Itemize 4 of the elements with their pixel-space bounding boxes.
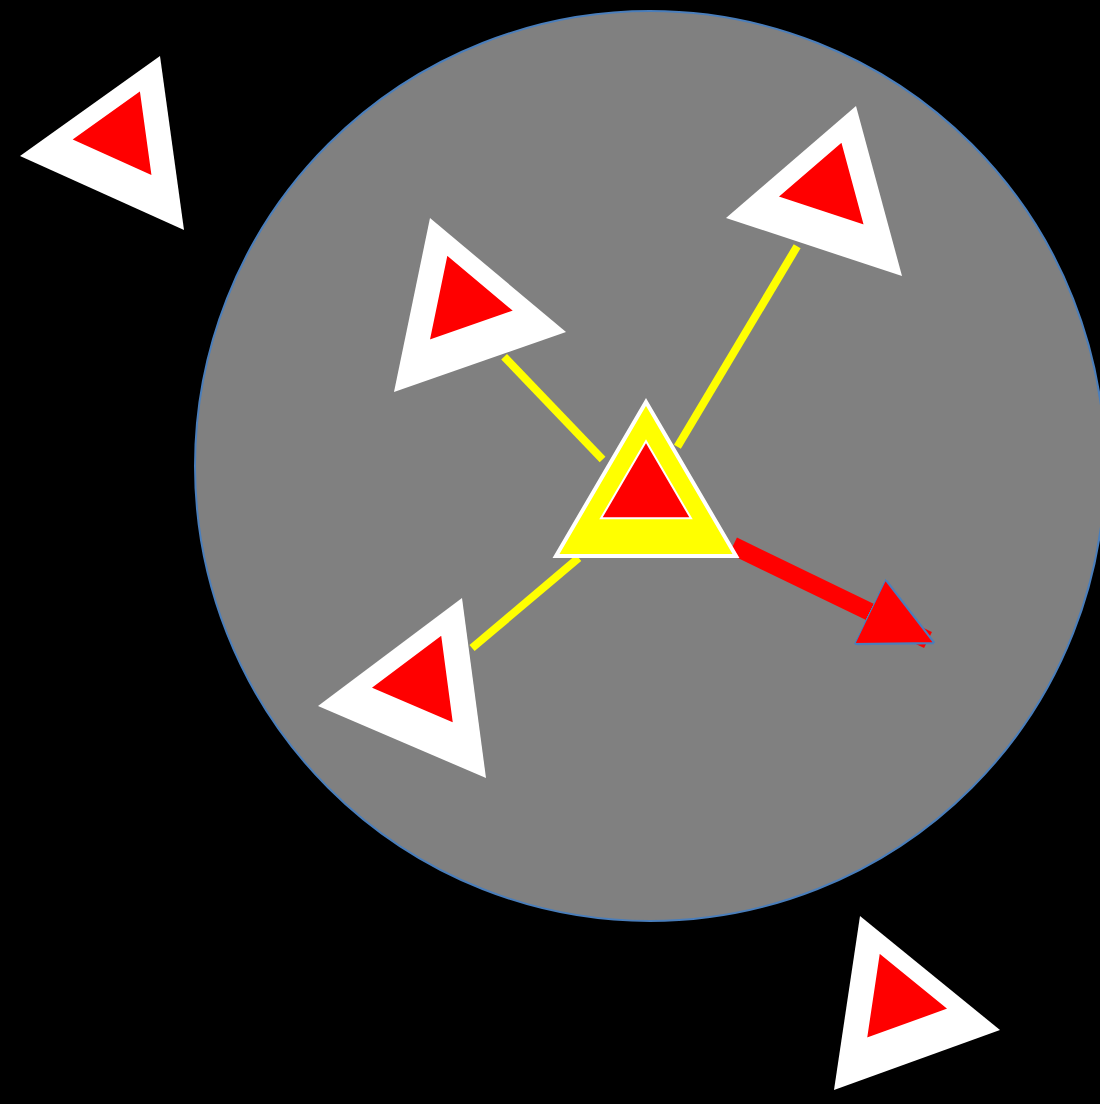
- connector-line: [673, 244, 801, 449]
- connector-line: [501, 353, 606, 463]
- arrow: [729, 537, 936, 649]
- connector-line: [469, 554, 582, 652]
